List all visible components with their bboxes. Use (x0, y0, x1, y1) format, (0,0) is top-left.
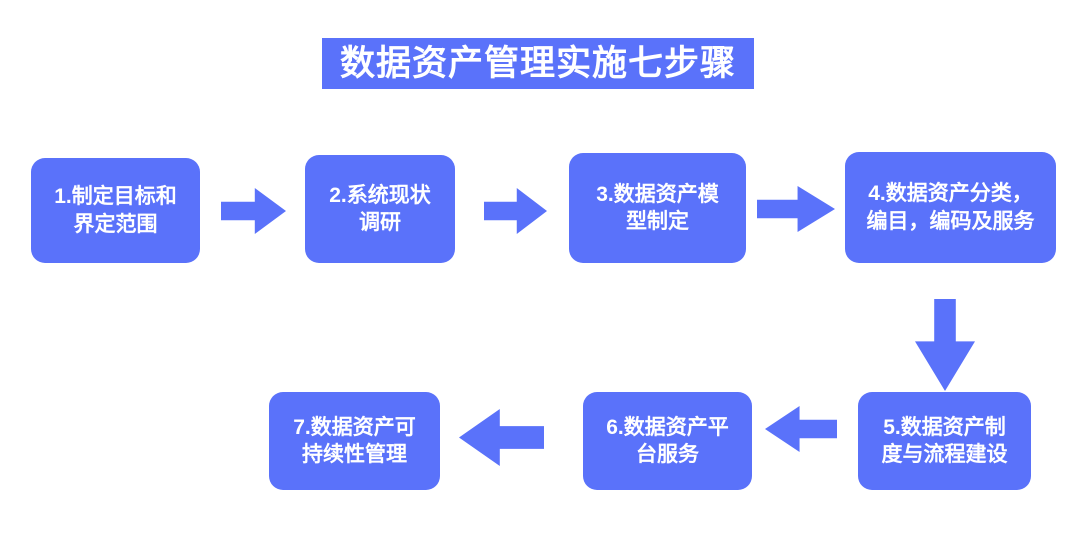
arrow-left-icon-step5-to-step6 (765, 406, 837, 452)
step-label-2: 2.系统现状 调研 (329, 183, 431, 234)
arrow-right-icon-step3-to-step4 (757, 186, 835, 232)
step-box-5[interactable]: 5.数据资产制 度与流程建设 (858, 392, 1031, 490)
step-box-2[interactable]: 2.系统现状 调研 (305, 155, 455, 263)
step-box-6[interactable]: 6.数据资产平 台服务 (583, 392, 752, 490)
step-label-4: 4.数据资产分类， 编目，编码及服务 (866, 182, 1035, 233)
step-box-1[interactable]: 1.制定目标和 界定范围 (31, 158, 200, 263)
step-label-1: 1.制定目标和 界定范围 (54, 185, 177, 236)
step-label-6: 6.数据资产平 台服务 (606, 415, 729, 466)
step-label-3: 3.数据资产模 型制定 (596, 182, 719, 233)
step-box-3[interactable]: 3.数据资产模 型制定 (569, 153, 746, 263)
step-box-4[interactable]: 4.数据资产分类， 编目，编码及服务 (845, 152, 1056, 263)
step-label-5: 5.数据资产制 度与流程建设 (881, 415, 1008, 466)
arrow-left-icon-step6-to-step7 (459, 409, 544, 466)
arrow-down-icon-step4-to-step5 (915, 299, 975, 391)
arrow-right-icon-step2-to-step3 (484, 188, 547, 234)
step-label-7: 7.数据资产可 持续性管理 (293, 415, 416, 466)
diagram-title-banner: 数据资产管理实施七步骤 (322, 38, 754, 89)
step-box-7[interactable]: 7.数据资产可 持续性管理 (269, 392, 440, 490)
arrow-right-icon-step1-to-step2 (221, 188, 286, 234)
page-title: 数据资产管理实施七步骤 (339, 44, 736, 83)
